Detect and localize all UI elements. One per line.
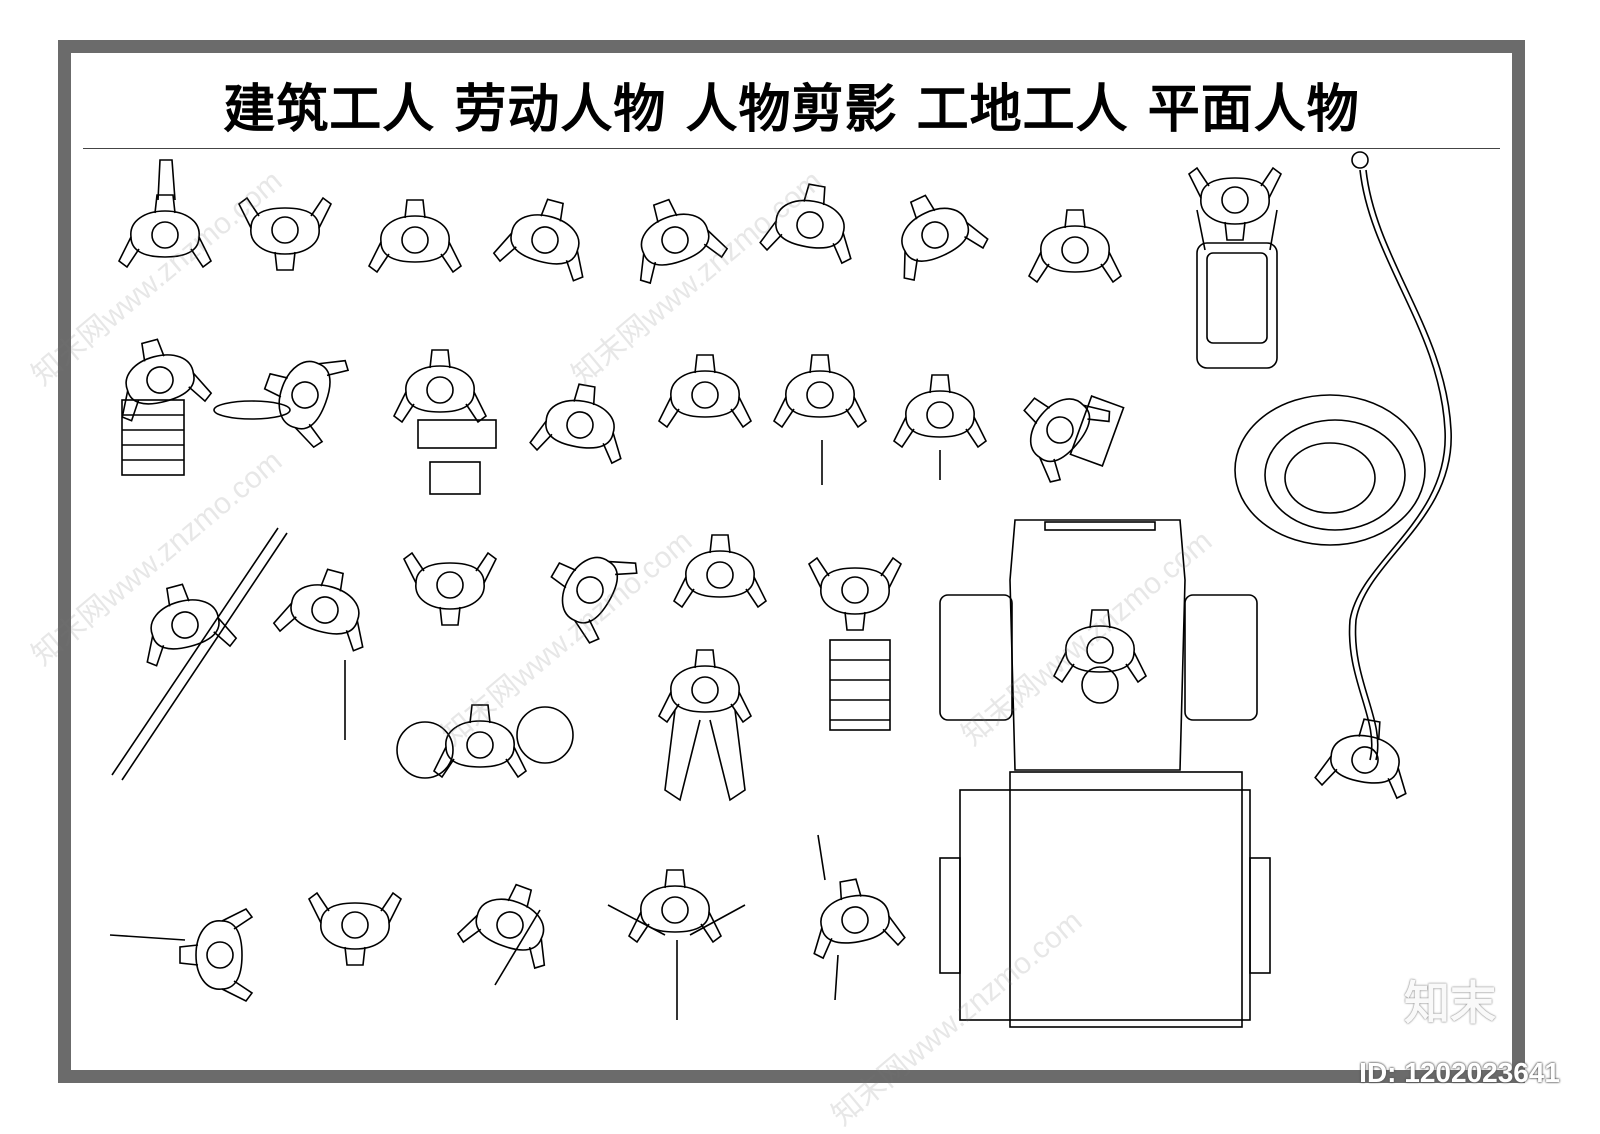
worker-plan-icon [758, 176, 864, 266]
worker-plan-icon [617, 185, 730, 287]
worker-plan-icon [396, 704, 574, 779]
worker-plan-icon [403, 552, 497, 626]
worker-plan-icon [998, 368, 1125, 487]
worker-plan-icon [491, 188, 601, 284]
drill-icon [455, 870, 568, 986]
title-divider [83, 148, 1500, 149]
ladder-icon [808, 557, 902, 731]
hose-icon [1234, 151, 1452, 761]
worker-plan-icon [528, 376, 634, 466]
worker-plan-icon [531, 529, 642, 647]
worker-plan-icon [238, 197, 332, 271]
worker-plan-icon [111, 527, 288, 781]
drawing-sheet: 建筑工人 劳动人物 人物剪影 工地工人 平面人物 [58, 40, 1525, 1083]
worker-plan-icon [658, 354, 752, 428]
worker-plan-icon [875, 178, 992, 285]
watermark-logo: 知末 [1404, 976, 1496, 1030]
worker-plan-icon [118, 159, 212, 268]
keyboard-icon [393, 349, 497, 495]
jackhammer-icon [893, 374, 987, 480]
worker-plan-icon [658, 649, 752, 802]
worker-plan-icon [368, 199, 462, 273]
page-title: 建筑工人 劳动人物 人物剪影 工地工人 平面人物 [223, 80, 1360, 140]
drill-icon [801, 834, 907, 1001]
jackhammer-icon [773, 354, 867, 485]
worker-plan-icon [673, 534, 767, 608]
worker-plan-icon [109, 908, 253, 1002]
worker-plan-icon [308, 892, 402, 966]
drill-icon [607, 869, 746, 1020]
ladder-icon [104, 328, 214, 476]
id-label: ID: 1202023641 [1359, 1057, 1560, 1088]
worker-plan-icon [1313, 711, 1419, 801]
roller-machine-icon [939, 519, 1271, 1028]
stop-sign-icon [213, 337, 352, 450]
worker-plan-icon [1028, 209, 1122, 283]
worker-plan-icon [271, 558, 381, 740]
wheelbarrow-icon [1188, 167, 1282, 369]
